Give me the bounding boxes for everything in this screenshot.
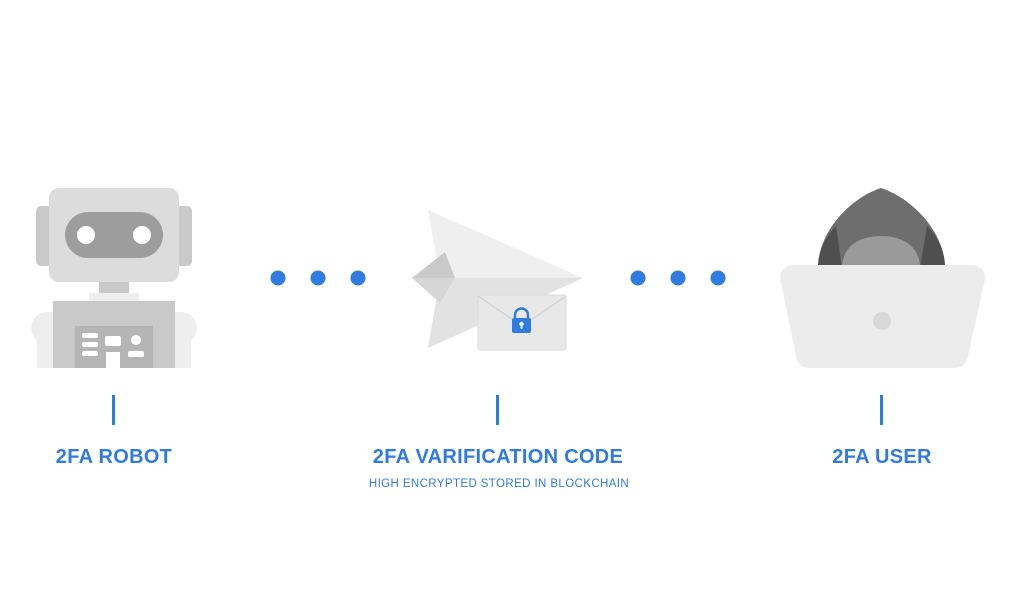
robot-label: 2FA ROBOT xyxy=(55,446,173,468)
tick-code xyxy=(496,395,499,425)
connector-dot xyxy=(310,270,326,286)
connector-dots-left xyxy=(270,270,366,286)
lock-icon xyxy=(512,307,531,333)
code-label: 2FA VARIFICATION CODE xyxy=(372,446,624,468)
connector-dot xyxy=(270,270,286,286)
user-label: 2FA USER xyxy=(832,446,932,468)
code-sublabel: HIGH ENCRYPTED STORED IN BLOCKCHAIN xyxy=(368,478,630,490)
connector-dot xyxy=(710,270,726,286)
connector-dot xyxy=(630,270,646,286)
connector-dot xyxy=(670,270,686,286)
connector-dot xyxy=(350,270,366,286)
paper-plane-envelope-icon xyxy=(412,210,583,351)
hooded-user-laptop-icon xyxy=(780,188,986,368)
robot-icon xyxy=(31,188,197,368)
connector-dots-right xyxy=(630,270,726,286)
tick-user xyxy=(880,395,883,425)
tick-robot xyxy=(112,395,115,425)
